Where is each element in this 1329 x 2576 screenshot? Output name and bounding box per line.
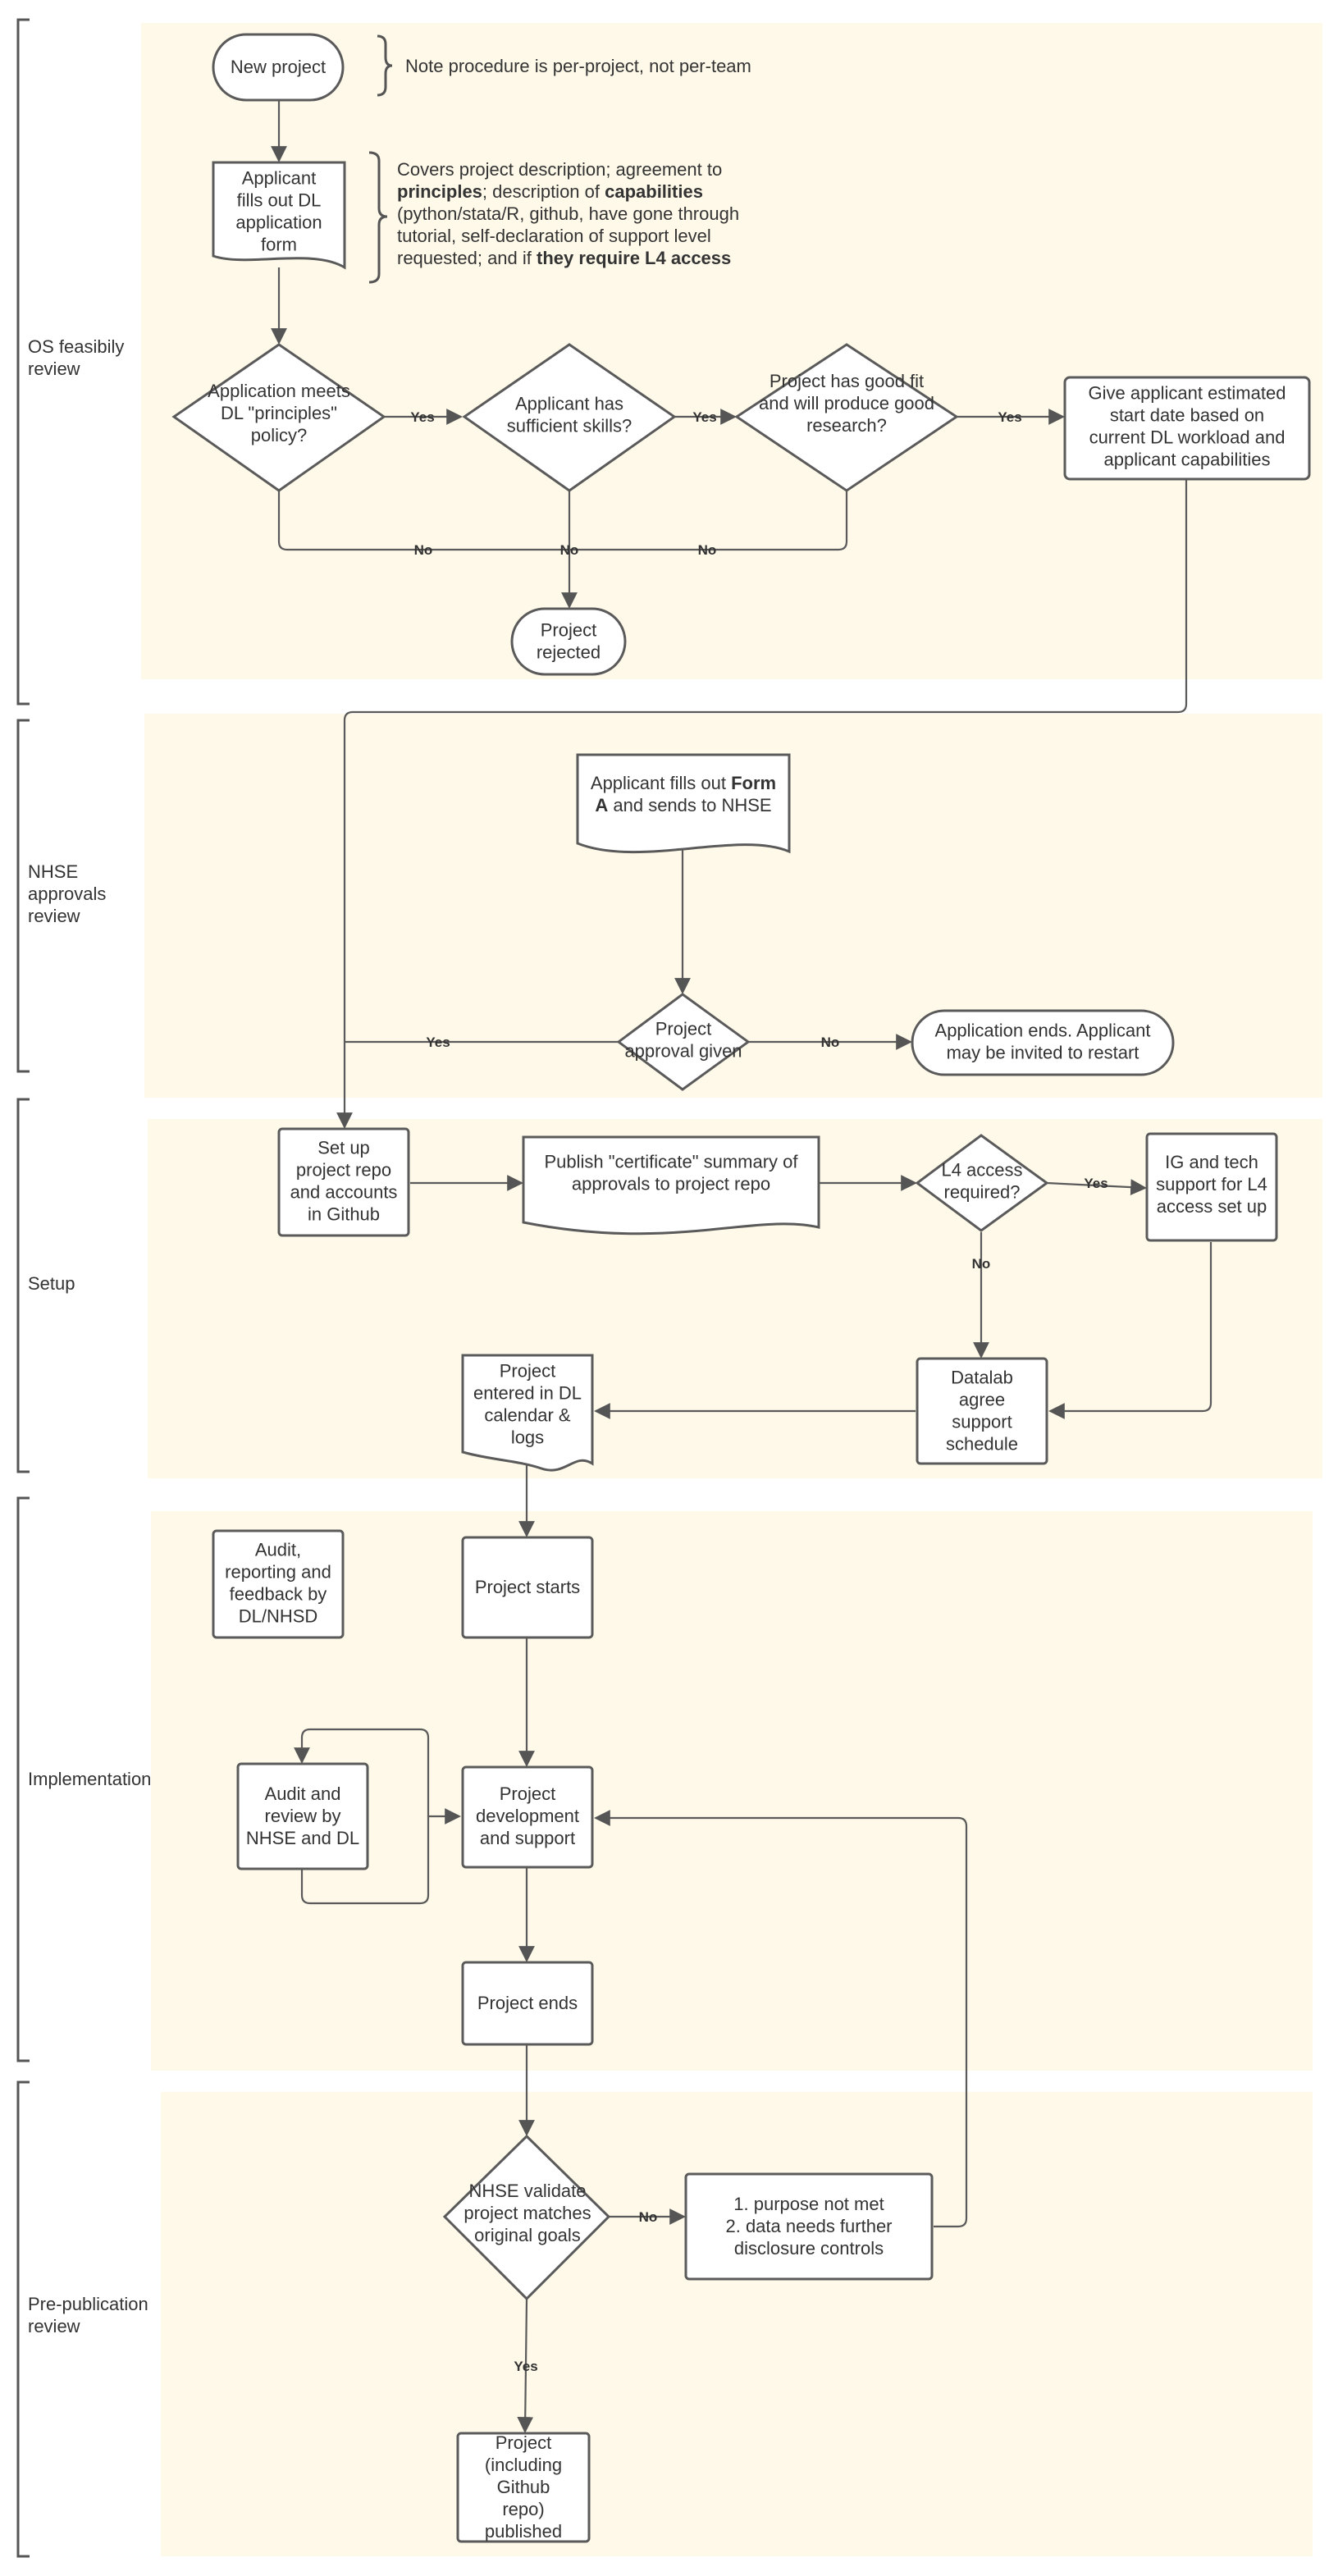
note-brace [377, 34, 393, 97]
connectors [271, 100, 1213, 2433]
node-project-rejected [510, 607, 627, 676]
form-note-brace [368, 151, 388, 284]
edge-label-yes: Yes [514, 2359, 537, 2374]
edge-label-yes: Yes [1084, 1176, 1108, 1191]
node-audit-review [236, 1762, 369, 1870]
node-reasons [684, 2172, 934, 2281]
node-published [456, 2432, 591, 2543]
decision-l4-required [915, 1134, 1049, 1232]
node-application-ends [911, 1009, 1175, 1076]
node-new-project-label: New project [231, 57, 326, 77]
edge-label-yes: Yes [410, 409, 434, 425]
edge-label-yes: Yes [426, 1035, 450, 1050]
bracket-prepublication [16, 2080, 30, 2558]
decision-good-fit [734, 343, 959, 492]
edge-label-yes: Yes [692, 409, 716, 425]
decision-meets-policy [171, 343, 386, 492]
node-development [461, 1765, 594, 1869]
edge-label-no: No [414, 542, 433, 558]
node-project-ends-label: Project ends [477, 1993, 578, 2013]
section-label-implementation: Implementation [28, 1769, 151, 1789]
band-prepublication [161, 2092, 1313, 2556]
node-audit-feedback [212, 1529, 345, 1639]
node-application-form [212, 161, 346, 270]
node-new-project [212, 33, 345, 102]
edge-label-no: No [639, 2209, 658, 2225]
decision-approval [616, 993, 751, 1091]
note-procedure: Note procedure is per-project, not per-t… [405, 56, 751, 76]
node-project-starts-label: Project starts [475, 1577, 580, 1597]
form-note-text: Covers project description; agreement to… [397, 159, 739, 268]
node-publish-certificate [522, 1135, 820, 1235]
node-project-ends [461, 1961, 594, 2046]
edge-label-no: No [972, 1256, 991, 1272]
bracket-os [16, 18, 30, 706]
node-project-starts [461, 1536, 594, 1639]
edge-label-yes: Yes [998, 409, 1021, 425]
edge-label-no: No [698, 542, 717, 558]
edge-label-no: No [560, 542, 579, 558]
section-label-setup: Setup [28, 1273, 75, 1294]
decision-skills [462, 343, 677, 492]
node-estimate-start [1063, 376, 1311, 481]
bracket-setup [16, 1098, 30, 1473]
node-setup-repo [277, 1127, 410, 1237]
band-os [141, 23, 1322, 679]
bracket-nhse [16, 719, 30, 1073]
bracket-implementation [16, 1496, 30, 2062]
node-agree-schedule [916, 1357, 1048, 1465]
node-form-a [576, 753, 791, 854]
node-calendar [461, 1354, 594, 1472]
decision-validate [442, 2134, 611, 2301]
edge-labels: Yes Yes Yes No No No Yes No Yes No No Ye… [410, 409, 1108, 2374]
node-ig-support [1145, 1132, 1278, 1242]
edge-label-no: No [821, 1035, 840, 1050]
